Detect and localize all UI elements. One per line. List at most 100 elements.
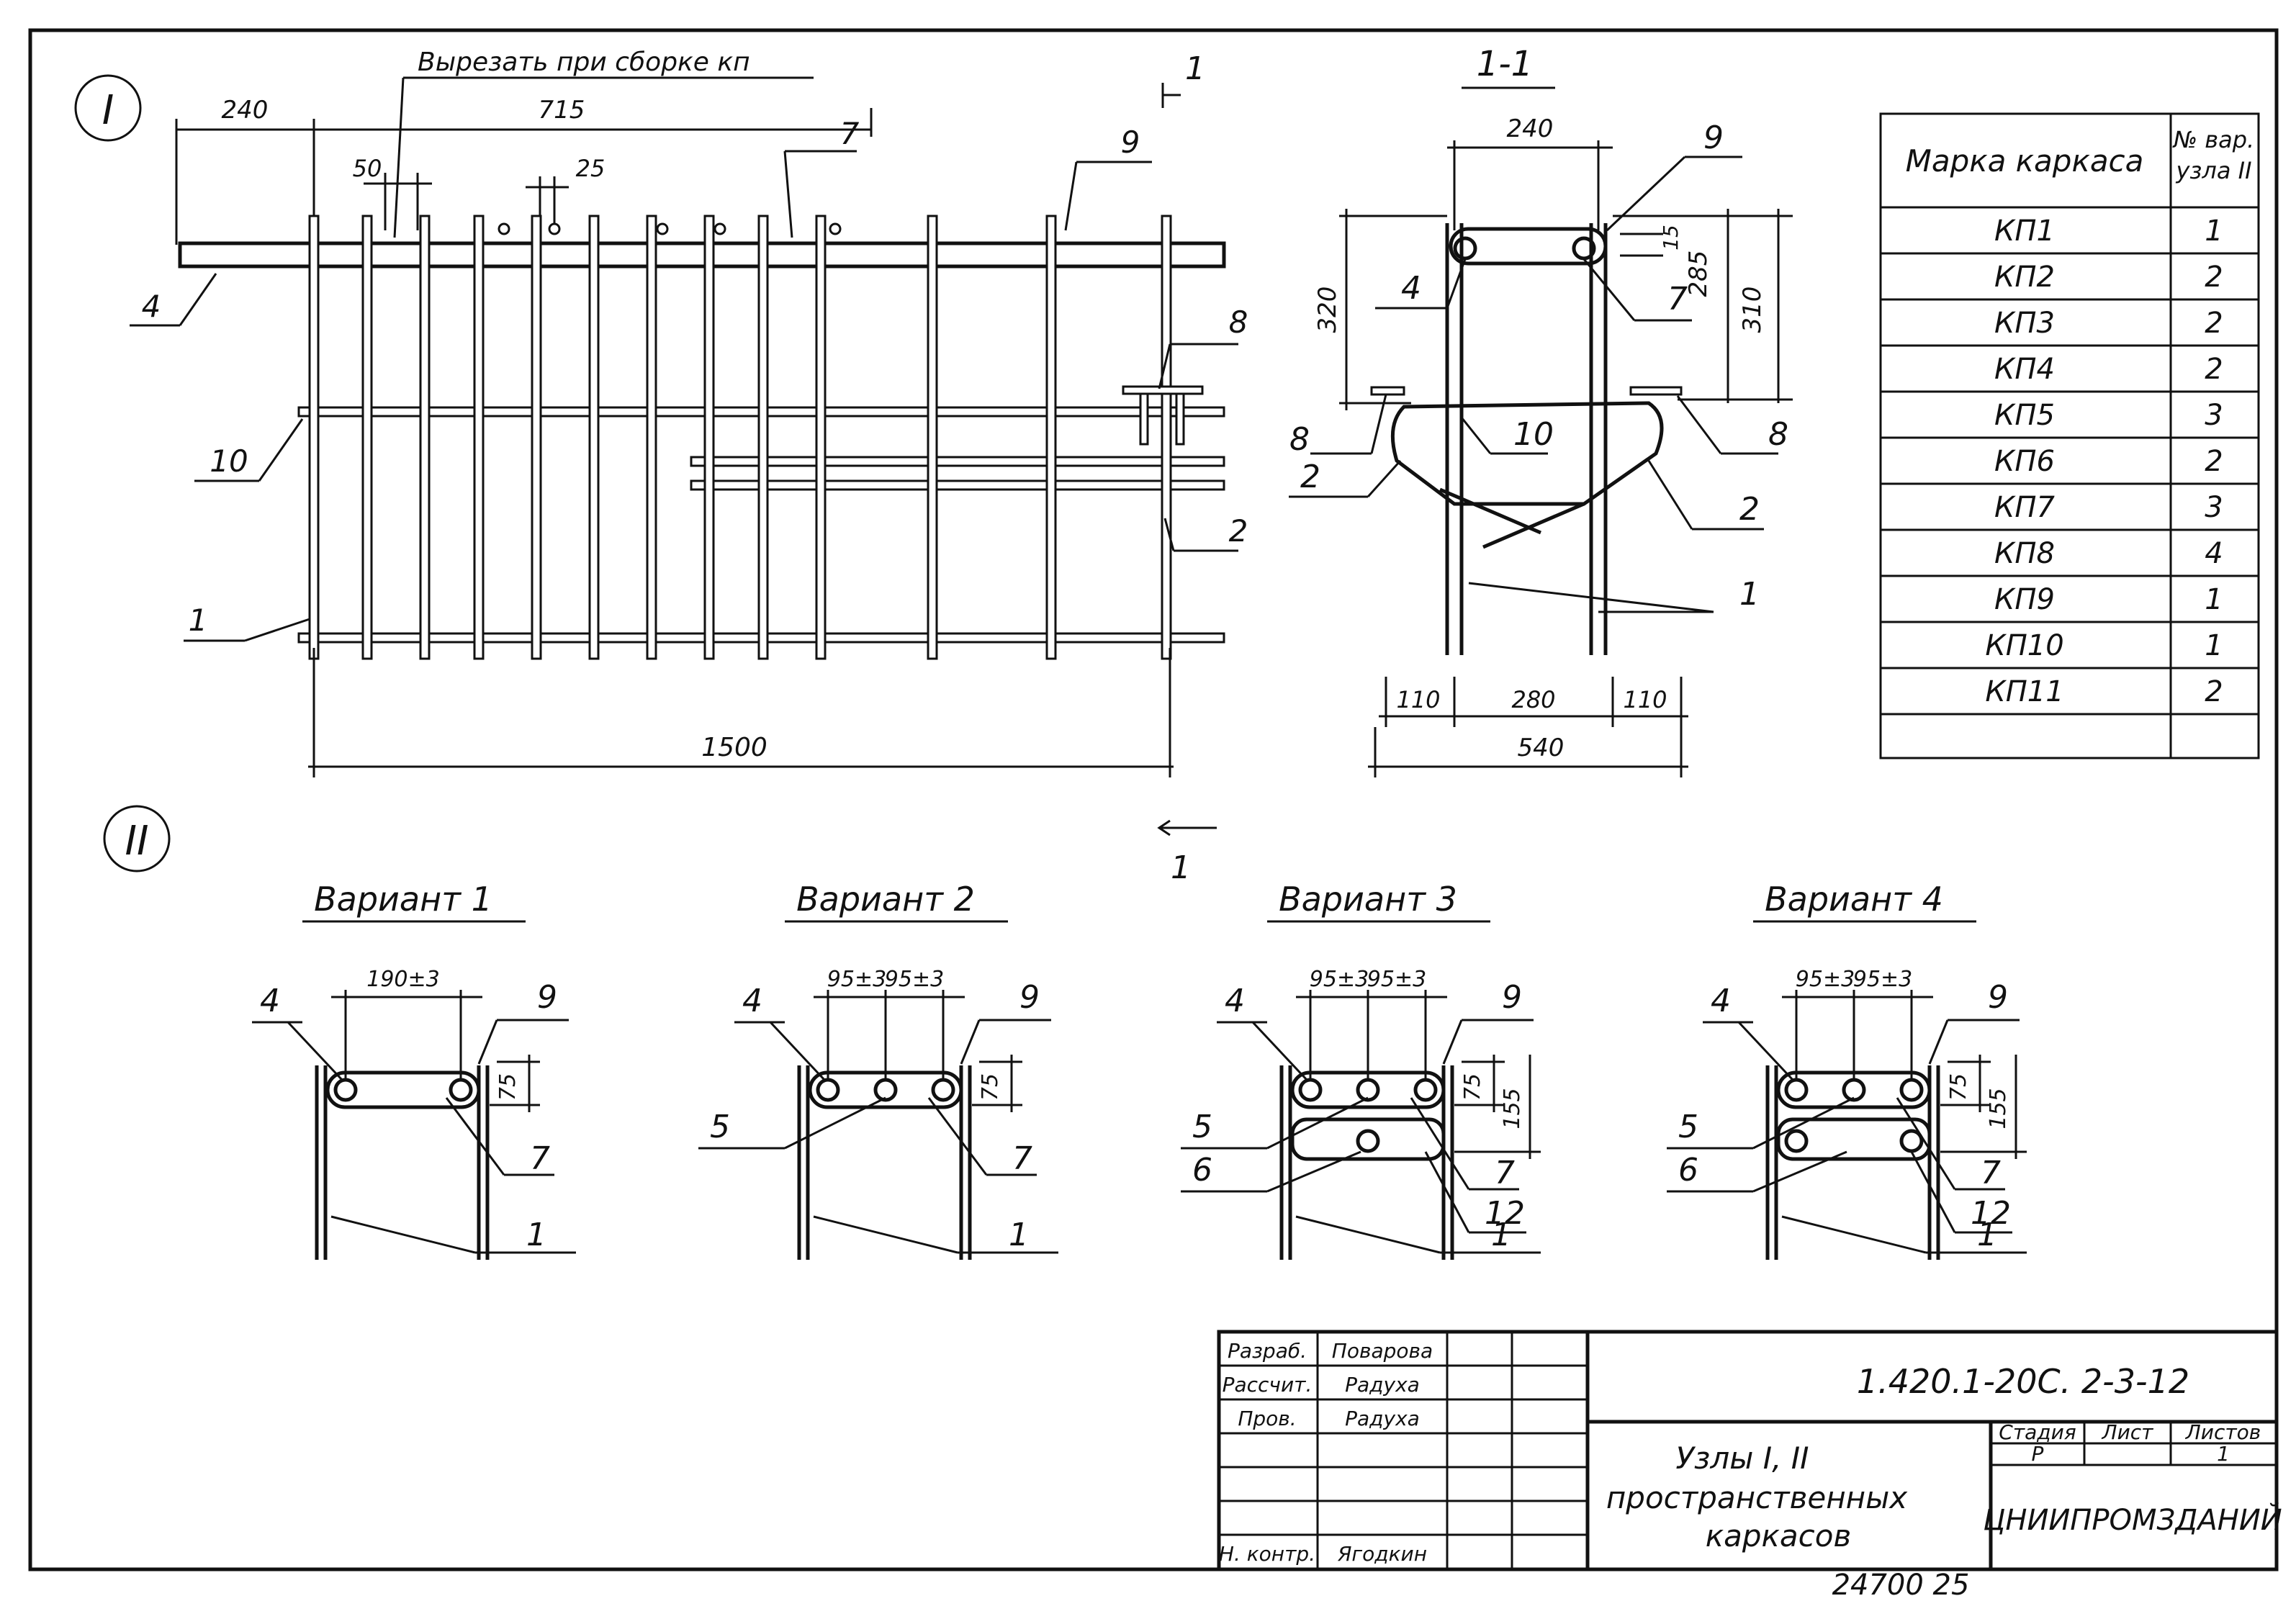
variant-label-9: 9 xyxy=(1988,979,2008,1016)
variant-lower-rod xyxy=(1784,1129,1809,1153)
label-7: 7 xyxy=(840,116,860,151)
table-cell-mark: КП2 xyxy=(1994,261,2055,294)
variant-rod xyxy=(816,1078,840,1102)
variant-dim-b: 95±3 xyxy=(1853,967,1912,992)
leader xyxy=(927,1097,988,1176)
variant-label-1: 1 xyxy=(526,1217,546,1253)
stirrup xyxy=(419,215,431,660)
doc-code: 1.420.1-20С. 2-3-12 xyxy=(1857,1362,2189,1401)
stirrup xyxy=(473,215,485,660)
sec-dim-240: 240 xyxy=(1507,114,1554,143)
title-line-1: Узлы I, II xyxy=(1675,1440,1809,1476)
sec-label-9: 9 xyxy=(1703,119,1724,156)
tb-role: Пров. xyxy=(1238,1407,1296,1430)
label-2: 2 xyxy=(1229,513,1248,549)
sec-label-2-right: 2 xyxy=(1739,491,1760,528)
variant-rod xyxy=(1784,1078,1809,1102)
item-8-leg-a xyxy=(1139,392,1149,446)
label-4: 4 xyxy=(142,289,161,324)
variant-dim-h: 75 xyxy=(1946,1073,1971,1101)
variant-title: Вариант 2 xyxy=(796,880,975,919)
section-mark-top: 1 xyxy=(1185,50,1205,87)
stirrup xyxy=(361,215,373,660)
table-cell-mark: КП7 xyxy=(1994,491,2055,524)
leader xyxy=(1896,1097,1956,1190)
variant-dim-a: 95±3 xyxy=(827,967,886,992)
variant-rod xyxy=(449,1078,473,1102)
tb-name: Радуха xyxy=(1345,1407,1420,1430)
tb-role: Разраб. xyxy=(1228,1339,1307,1363)
sec-plate-left xyxy=(1370,386,1405,396)
node-1-note: Вырезать при сборке кп xyxy=(418,48,750,77)
bar-9-dot xyxy=(548,222,561,235)
label-10: 10 xyxy=(210,443,248,479)
variant-dim-h: 75 xyxy=(1460,1073,1485,1101)
variant-label-7: 7 xyxy=(1495,1155,1515,1191)
stirrup xyxy=(308,215,320,660)
variant-title: Вариант 3 xyxy=(1279,880,1457,919)
table-cell-mark: КП10 xyxy=(1985,629,2063,662)
table-cell-variant: 2 xyxy=(2205,307,2223,340)
title-block-rows: Разраб.ПовароваРассчит.РадухаПров.Радуха… xyxy=(1219,1339,1588,1566)
bar-2a xyxy=(690,456,1225,467)
variant-dim-a: 95±3 xyxy=(1796,967,1855,992)
leader xyxy=(477,1019,498,1065)
variant-rod xyxy=(1842,1078,1866,1102)
sheets-label: Листов xyxy=(2185,1420,2261,1444)
tb-name: Радуха xyxy=(1345,1373,1420,1397)
leader xyxy=(287,1021,343,1081)
variant-label-5: 5 xyxy=(1678,1109,1698,1145)
sec-dim-110a: 110 xyxy=(1396,686,1440,713)
dim-240: 240 xyxy=(222,96,269,125)
leader xyxy=(330,1215,476,1254)
leader xyxy=(1910,1151,1956,1233)
variant-label-9: 9 xyxy=(1019,979,1040,1016)
stirrup xyxy=(646,215,657,660)
variant-dim-b: 95±3 xyxy=(1367,967,1426,992)
bar-9-dot xyxy=(656,222,669,235)
section-1-1: 1-1 240 320 285 310 15 xyxy=(1289,44,1793,777)
table-cell-variant: 1 xyxy=(2205,215,2223,248)
sec-label-8-left: 8 xyxy=(1289,421,1310,458)
stirrup xyxy=(757,215,769,660)
table-header-var-1: № вар. xyxy=(2172,126,2254,153)
sec-plate-right xyxy=(1629,386,1683,396)
variant-rod xyxy=(1356,1078,1380,1102)
variant-title: Вариант 4 xyxy=(1765,880,1943,919)
variant-lower-rod xyxy=(1356,1129,1380,1153)
variant-label-4: 4 xyxy=(1711,983,1731,1019)
leader xyxy=(1424,1151,1470,1233)
variant-dim-h2: 155 xyxy=(1986,1088,2011,1129)
variant-rod xyxy=(333,1078,358,1102)
table-cell-variant: 2 xyxy=(2205,675,2223,708)
tb-role: Рассчит. xyxy=(1223,1373,1313,1397)
label-1: 1 xyxy=(189,603,208,638)
leader xyxy=(1410,1097,1470,1190)
dim-1500: 1500 xyxy=(701,733,767,762)
bar-9-dot xyxy=(713,222,726,235)
variant-label-9: 9 xyxy=(537,979,557,1016)
table-cell-variant: 2 xyxy=(2205,445,2223,478)
stirrup xyxy=(531,215,542,660)
table-cell-variant: 2 xyxy=(2205,261,2223,294)
variant-label-4: 4 xyxy=(742,983,762,1019)
sec-dim-110b: 110 xyxy=(1623,686,1667,713)
item-8-plate xyxy=(1122,385,1204,395)
variant-label-5: 5 xyxy=(710,1109,730,1145)
stirrups xyxy=(308,215,1172,660)
sec-dim-310: 310 xyxy=(1738,287,1767,333)
sec-label-2-left: 2 xyxy=(1300,459,1320,495)
sec-dim-280: 280 xyxy=(1511,686,1555,713)
variant-dim-h: 75 xyxy=(978,1073,1003,1101)
variant-title: Вариант 1 xyxy=(314,880,492,919)
variant-label-12: 12 xyxy=(1485,1195,1525,1232)
stirrup xyxy=(815,215,827,660)
bar-2b xyxy=(690,479,1225,491)
table-header-var-2: узла II xyxy=(2175,157,2251,184)
item-8-leg-b xyxy=(1175,392,1185,446)
table-cell-mark: КП9 xyxy=(1994,583,2055,616)
tb-role: Н. контр. xyxy=(1219,1542,1315,1566)
